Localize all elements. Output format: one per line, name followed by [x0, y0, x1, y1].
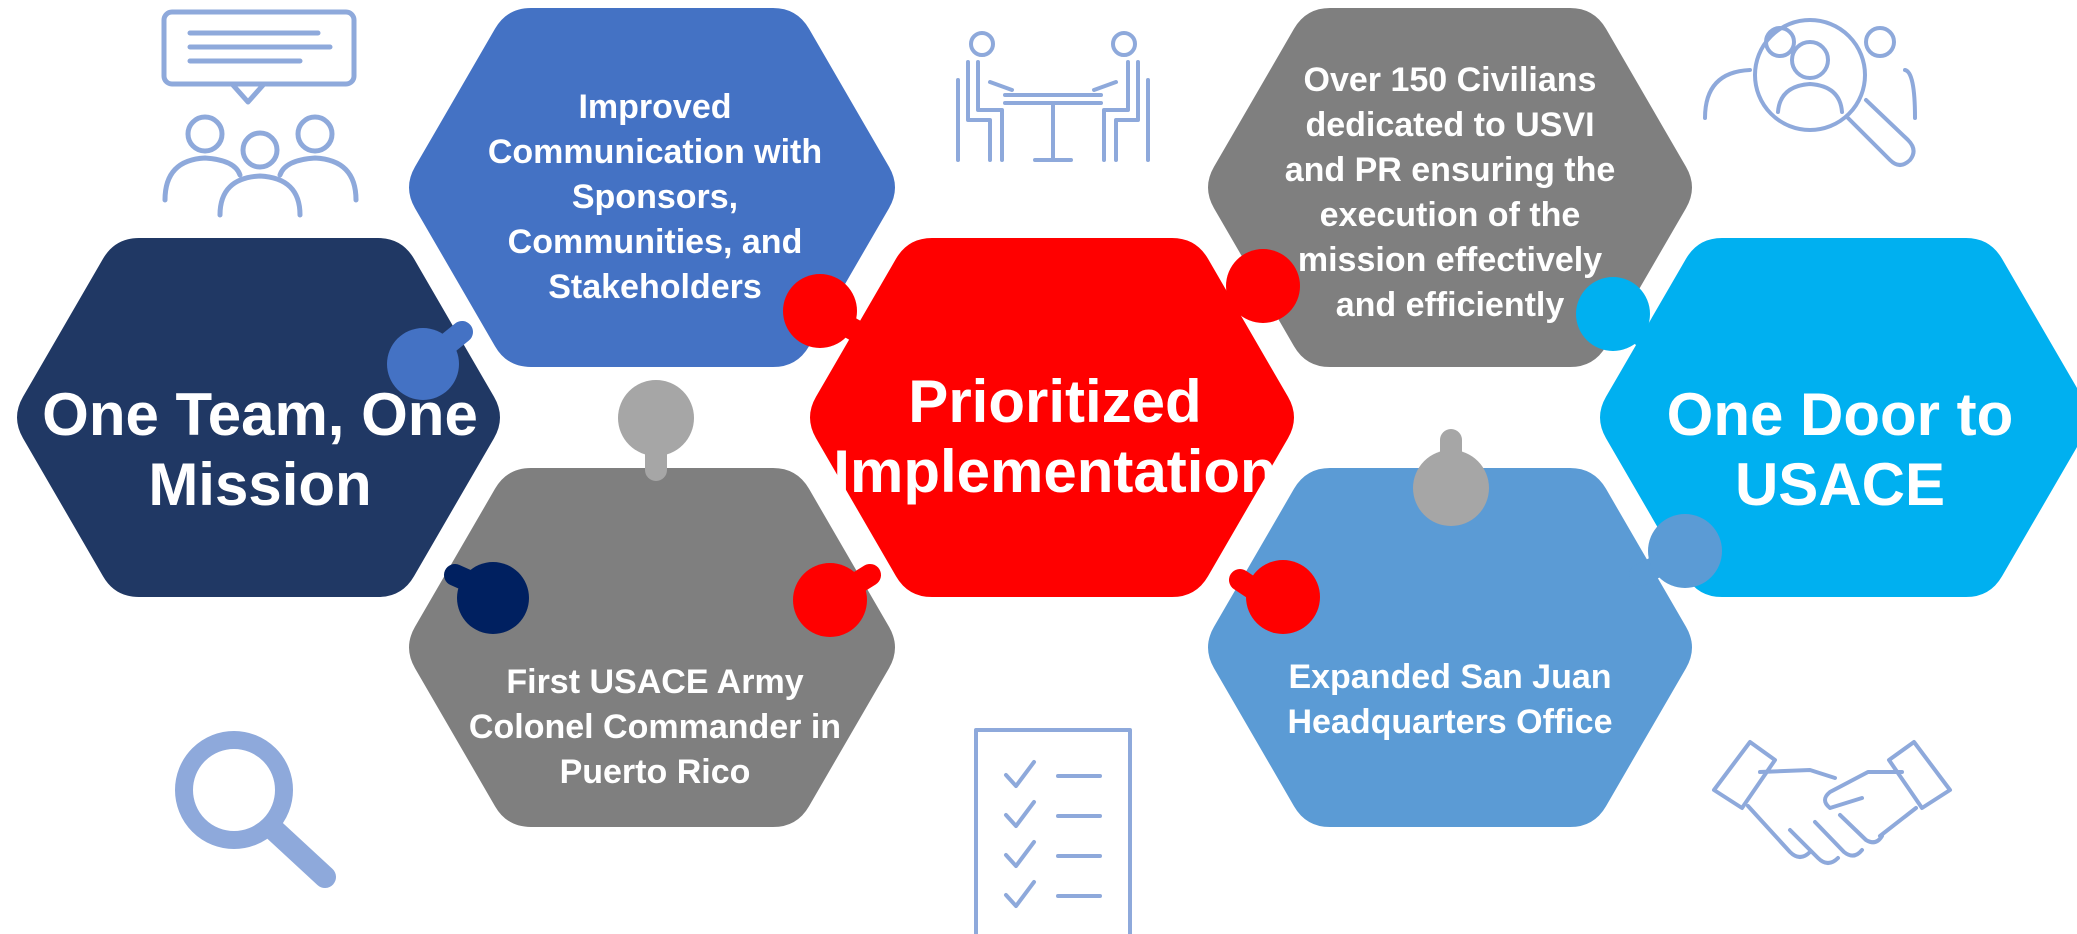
hexagon-expanded-san-juan-hq [1208, 468, 1692, 827]
connector-red-top-right [1209, 249, 1300, 323]
connector-red-bottom-right [1229, 560, 1320, 634]
meeting-table-icon [956, 31, 1150, 162]
connector-red-bottom-left [793, 563, 881, 637]
connector-red-top-left [783, 274, 869, 348]
people-search-icon [1703, 18, 1917, 167]
hexagon-improved-communication [409, 8, 895, 367]
hexagon-over-150-civilians [1208, 8, 1692, 367]
checklist-icon [974, 728, 1132, 934]
magnifier-icon [175, 731, 336, 888]
hexagon-one-team-one-mission [17, 238, 500, 597]
connector-knobs [387, 249, 1722, 637]
connector-gray-right [1413, 429, 1489, 526]
handshake-icon [1712, 740, 1952, 865]
connector-cyan [1576, 277, 1661, 351]
connector-gray-left [618, 380, 694, 481]
connector-dark-navy [444, 562, 529, 634]
hexagon-first-army-colonel-commander [409, 468, 895, 827]
hexagon-prioritized-implementation [810, 238, 1294, 597]
hexagon-one-door-to-usace [1600, 238, 2077, 597]
connector-steel-blue [1629, 514, 1722, 588]
connector-royal-blue [387, 321, 473, 400]
team-discussion-icon [161, 9, 359, 218]
